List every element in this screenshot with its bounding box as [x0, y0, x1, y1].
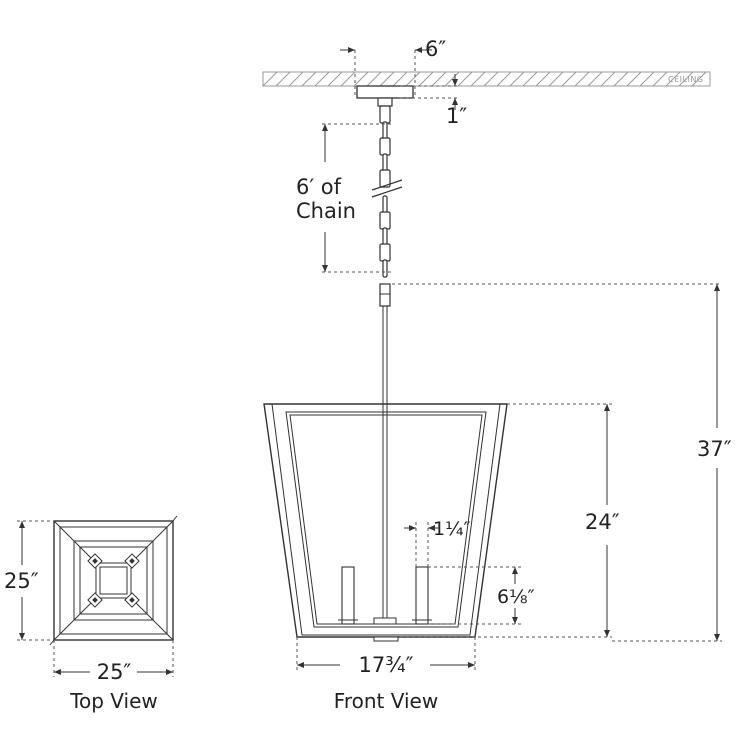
chain-length-dimension: 6′ of Chain	[296, 123, 392, 273]
socket-width-label: 1¼″	[433, 518, 471, 540]
top-view-label: Top View	[69, 689, 158, 713]
chain-link	[382, 227, 388, 246]
canopy-width-dimension: 6″	[340, 37, 446, 95]
top-view-drawing	[49, 515, 178, 646]
chain	[371, 105, 403, 278]
candle-socket-left	[341, 566, 355, 625]
chain-length-label-line1: 6′ of	[296, 175, 342, 199]
chain-link	[382, 195, 388, 214]
chain-link	[379, 169, 391, 188]
socket-height-dimension: 6⅛″	[428, 566, 535, 625]
socket-height-label: 6⅛″	[497, 586, 535, 608]
socket-width-dimension: 1¼″	[404, 518, 471, 567]
chain-link	[379, 211, 391, 230]
chain-link	[382, 259, 388, 278]
lantern-body	[263, 403, 508, 642]
top-view-height-dimension: 25″	[4, 520, 54, 641]
overall-height-label: 37″	[697, 437, 732, 461]
body-width-label: 17¾″	[359, 653, 414, 677]
mount-bolt-3	[87, 592, 103, 608]
ceiling: CEILING	[262, 71, 711, 87]
mount-bolt-1	[87, 553, 103, 569]
chain-link	[379, 137, 391, 156]
chain-link	[379, 243, 391, 262]
chain-link	[379, 105, 391, 124]
top-view-height-label: 25″	[4, 569, 39, 593]
mount-bolt-2	[124, 553, 140, 569]
body-width-dimension: 17¾″	[296, 637, 476, 677]
canopy-depth-label: 1″	[446, 104, 467, 128]
canopy	[356, 85, 414, 107]
body-height-label: 24″	[585, 510, 620, 534]
front-view-label: Front View	[334, 689, 438, 713]
chain-link	[382, 121, 388, 140]
top-view-width-label: 25″	[97, 660, 132, 684]
chain-link	[382, 153, 388, 172]
candle-socket-right	[415, 566, 429, 625]
top-view-width-dimension: 25″	[53, 640, 174, 684]
stem	[379, 283, 391, 404]
chain-length-label-line2: Chain	[296, 199, 356, 223]
ceiling-label: CEILING	[668, 75, 704, 84]
body-height-dimension: 24″	[400, 403, 620, 638]
canopy-depth-dimension: 1″	[400, 74, 467, 128]
overall-height-dimension: 37″	[392, 283, 732, 642]
canopy-width-label: 6″	[425, 37, 446, 61]
mount-bolt-4	[124, 592, 140, 608]
